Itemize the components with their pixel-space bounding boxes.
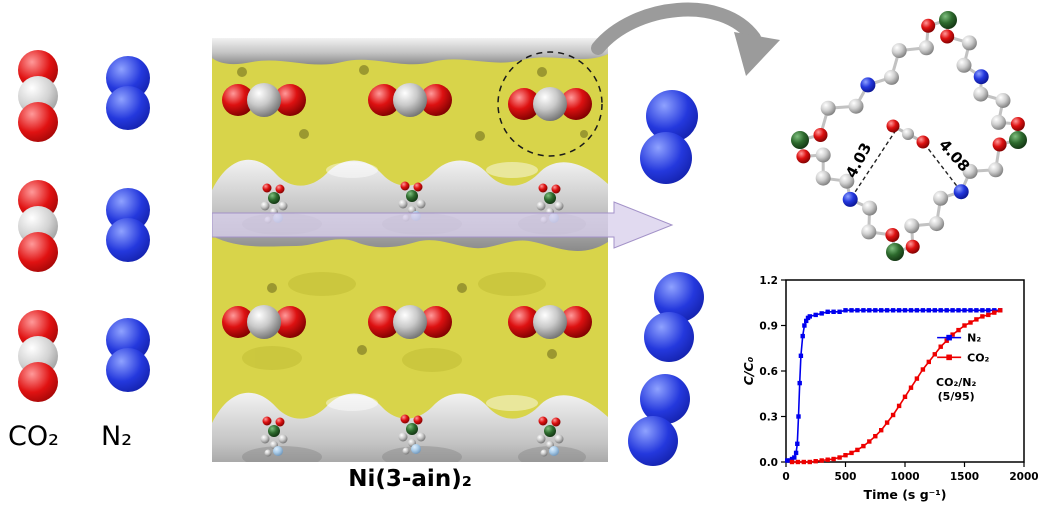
carbon-atom bbox=[962, 163, 978, 179]
nitrogen-sphere bbox=[640, 374, 690, 424]
nitrogen-sphere bbox=[106, 218, 150, 262]
chart-annotation: CO₂/N₂ bbox=[936, 376, 976, 389]
carbon-atom bbox=[995, 93, 1011, 108]
carbon-atom bbox=[961, 35, 977, 51]
series-curve-0 bbox=[787, 309, 1001, 462]
y-axis-label: C/C₀ bbox=[741, 356, 756, 385]
n2-molecule bbox=[106, 188, 150, 262]
carbon-atom bbox=[862, 200, 878, 216]
oxygen-atom bbox=[905, 239, 920, 254]
x-tick-label: 1500 bbox=[950, 471, 979, 483]
bond-chain bbox=[799, 18, 949, 142]
oxygen-sphere bbox=[18, 232, 58, 272]
nitrogen-atom bbox=[860, 77, 876, 93]
co2-highlight-circle bbox=[497, 51, 603, 157]
n2-molecule-passed bbox=[644, 272, 704, 366]
channel-wall-top bbox=[212, 38, 608, 65]
legend-label-0: N₂ bbox=[967, 332, 981, 345]
x-axis-label: Time (s g⁻¹) bbox=[864, 487, 947, 502]
carbon-atom bbox=[884, 69, 899, 85]
nitrogen-sphere bbox=[106, 348, 150, 392]
surface-texture bbox=[237, 65, 588, 372]
co2-molecule bbox=[18, 180, 58, 272]
nickel-atom bbox=[791, 131, 809, 149]
oxygen-atom bbox=[885, 228, 900, 242]
oxygen-atom bbox=[921, 18, 936, 33]
nitrogen-atom bbox=[953, 184, 969, 200]
gas-flow-arrow bbox=[212, 201, 674, 249]
nickel-atom bbox=[1009, 131, 1027, 149]
nickel-atom bbox=[886, 243, 904, 261]
oxygen-atom bbox=[992, 137, 1007, 152]
oxygen-atom bbox=[796, 149, 811, 164]
n2-molecule-passed bbox=[640, 90, 698, 186]
co2-label: CO₂ bbox=[8, 421, 59, 452]
x-tick-label: 0 bbox=[782, 471, 789, 483]
y-tick-label: 1.2 bbox=[759, 275, 778, 287]
distance-line bbox=[919, 137, 962, 193]
co2-oxygen bbox=[886, 119, 900, 133]
nitrogen-sphere bbox=[628, 416, 678, 466]
x-tick-label: 1000 bbox=[890, 471, 919, 483]
legend-label-1: CO₂ bbox=[967, 351, 989, 364]
carbon-atom bbox=[991, 114, 1006, 130]
framework-label: Ni(3-ain)₂ bbox=[348, 466, 472, 492]
x-tick-label: 2000 bbox=[1009, 471, 1038, 483]
co2-oxygen bbox=[916, 135, 930, 149]
nitrogen-atom bbox=[973, 69, 989, 85]
co2-carbon bbox=[902, 128, 914, 140]
x-tick-label: 500 bbox=[835, 471, 857, 483]
nitrogen-sphere bbox=[106, 86, 150, 130]
co2-molecule bbox=[18, 310, 58, 402]
oxygen-sphere bbox=[18, 362, 58, 402]
bond-chain bbox=[798, 139, 897, 253]
bond-chain bbox=[945, 19, 1020, 141]
chart-annotation: (5/95) bbox=[938, 390, 975, 403]
oxygen-sphere bbox=[18, 102, 58, 142]
carbon-atom bbox=[918, 40, 934, 56]
nitrogen-atom bbox=[842, 191, 858, 207]
y-tick-label: 0.0 bbox=[759, 457, 778, 469]
oxygen-atom bbox=[1010, 117, 1025, 131]
n2-label: N₂ bbox=[101, 421, 133, 452]
carbon-atom bbox=[929, 216, 945, 232]
carbon-atom bbox=[956, 57, 972, 73]
oxygen-atom bbox=[940, 29, 955, 44]
carbon-atom bbox=[820, 100, 836, 116]
carbon-atom bbox=[904, 218, 920, 234]
n2-molecule bbox=[106, 56, 150, 130]
zoom-arrow bbox=[591, 2, 780, 76]
distance-label: 4.03 bbox=[842, 140, 875, 181]
co2-molecule bbox=[18, 50, 58, 142]
carbon-atom bbox=[839, 173, 855, 189]
y-tick-label: 0.3 bbox=[759, 412, 778, 424]
bond-chain bbox=[894, 138, 1019, 254]
carbon-atom bbox=[848, 98, 864, 114]
plot-frame bbox=[785, 279, 1025, 463]
y-tick-label: 0.9 bbox=[759, 321, 778, 333]
carbon-atom bbox=[933, 190, 949, 206]
carbon-atom bbox=[973, 86, 989, 102]
carbon-atom bbox=[988, 162, 1004, 178]
y-tick-label: 0.6 bbox=[759, 366, 778, 378]
carbon-atom bbox=[861, 224, 877, 240]
nickel-atom bbox=[939, 11, 957, 29]
nitrogen-sphere bbox=[644, 312, 694, 362]
nitrogen-sphere bbox=[640, 132, 692, 184]
oxygen-atom bbox=[813, 128, 828, 142]
n2-molecule-passed bbox=[628, 374, 690, 470]
carbon-atom bbox=[815, 147, 831, 163]
n2-molecule bbox=[106, 318, 150, 392]
carbon-atom bbox=[891, 43, 907, 59]
carbon-atom bbox=[815, 170, 831, 186]
